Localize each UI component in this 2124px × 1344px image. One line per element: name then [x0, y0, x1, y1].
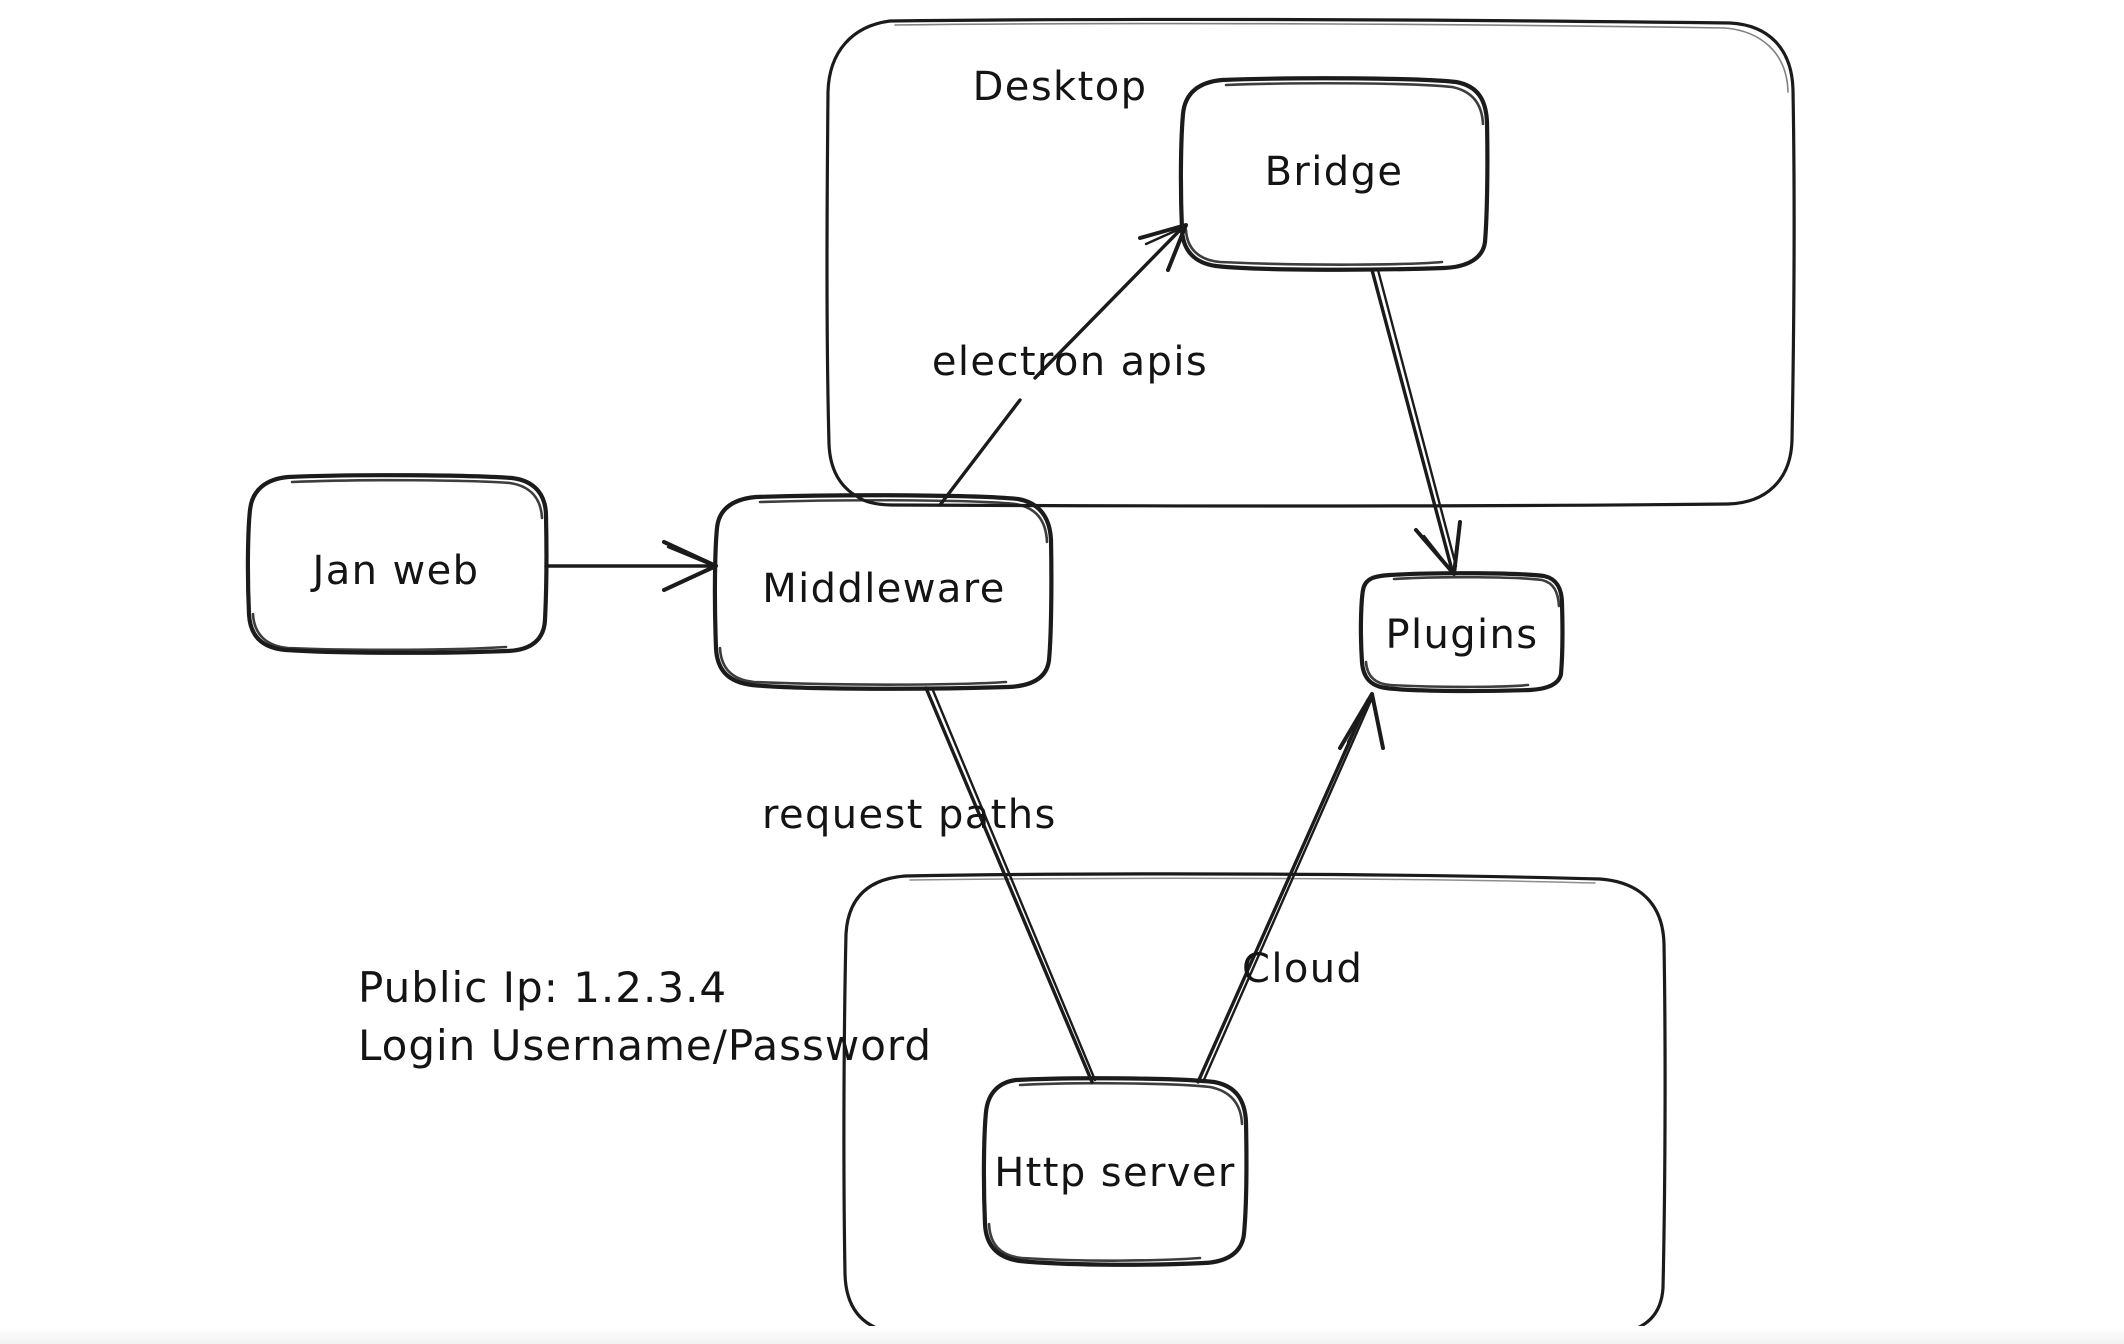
edge-middleware-to-httpserver[interactable]: request paths [762, 686, 1097, 1084]
httpserver-plugins-arrowhead [1338, 692, 1385, 750]
middleware-label: Middleware [762, 566, 1006, 612]
httpserver-plugins-line-2 [1201, 696, 1374, 1084]
edge-label-cloud: Cloud [1242, 946, 1363, 992]
middleware-box-outline [712, 493, 1054, 691]
middleware-httpserver-line [924, 686, 1094, 1084]
middleware-httpserver-line-2 [930, 686, 1097, 1082]
middleware-bridge-arrowhead-2 [1144, 225, 1186, 246]
edge-label-electron-apis: electron apis [932, 339, 1208, 385]
cloud-container-outline [842, 872, 1667, 1339]
bridge-box-outline-secondary [1184, 81, 1485, 266]
bridge-plugins-line-2 [1376, 268, 1458, 568]
note-public-ip: Public Ip: 1.2.3.4 [358, 963, 727, 1012]
edge-middleware-to-bridge[interactable]: electron apis [932, 223, 1208, 507]
janweb-middleware-arrowhead-2 [666, 545, 716, 568]
middleware-box-outline-secondary [718, 498, 1049, 686]
node-bridge[interactable]: Bridge [1178, 76, 1490, 272]
plugins-box-outline-secondary [1364, 575, 1561, 689]
http-server-box-outline-secondary [987, 1081, 1244, 1262]
node-http-server[interactable]: Http server [981, 1076, 1249, 1267]
group-label-desktop: Desktop [973, 64, 1148, 110]
bridge-plugins-line [1370, 268, 1454, 572]
httpserver-plugins-line [1196, 698, 1370, 1084]
middleware-bridge-line [938, 226, 1184, 507]
jan-web-box-outline [245, 473, 549, 655]
desktop-container-outline [825, 17, 1796, 508]
janweb-middleware-arrowhead [662, 540, 718, 592]
jan-web-label: Jan web [310, 548, 480, 594]
edge-bridge-to-plugins[interactable] [1370, 268, 1462, 576]
group-cloud[interactable] [842, 872, 1667, 1339]
desktop-container-outline-secondary [894, 22, 1789, 93]
node-jan-web[interactable]: Jan web [245, 473, 549, 655]
plugins-label: Plugins [1385, 612, 1538, 658]
http-server-label: Http server [994, 1150, 1236, 1196]
annotation-notes: Public Ip: 1.2.3.4 Login Username/Passwo… [358, 963, 932, 1070]
httpserver-plugins-arrowhead-2 [1346, 695, 1373, 744]
middleware-bridge-arrowhead [1138, 223, 1188, 272]
jan-web-box-outline-secondary [251, 478, 544, 652]
bridge-plugins-arrowhead-2 [1422, 534, 1455, 575]
node-plugins[interactable]: Plugins [1358, 571, 1565, 694]
edge-httpserver-to-plugins[interactable]: Cloud [1196, 692, 1385, 1084]
bridge-label: Bridge [1265, 149, 1404, 195]
bridge-box-outline [1178, 76, 1490, 272]
note-login-credentials: Login Username/Password [358, 1021, 932, 1070]
bridge-plugins-arrowhead [1414, 520, 1462, 576]
node-middleware[interactable]: Middleware [712, 493, 1054, 691]
edge-janweb-to-middleware[interactable] [544, 540, 718, 592]
group-desktop[interactable]: Desktop [825, 17, 1796, 508]
cloud-container-outline-secondary [909, 877, 1596, 884]
plugins-box-outline [1358, 571, 1565, 694]
edge-label-request-paths: request paths [762, 792, 1057, 838]
http-server-box-outline [981, 1076, 1249, 1267]
bottom-gradient-band [0, 1326, 2124, 1344]
